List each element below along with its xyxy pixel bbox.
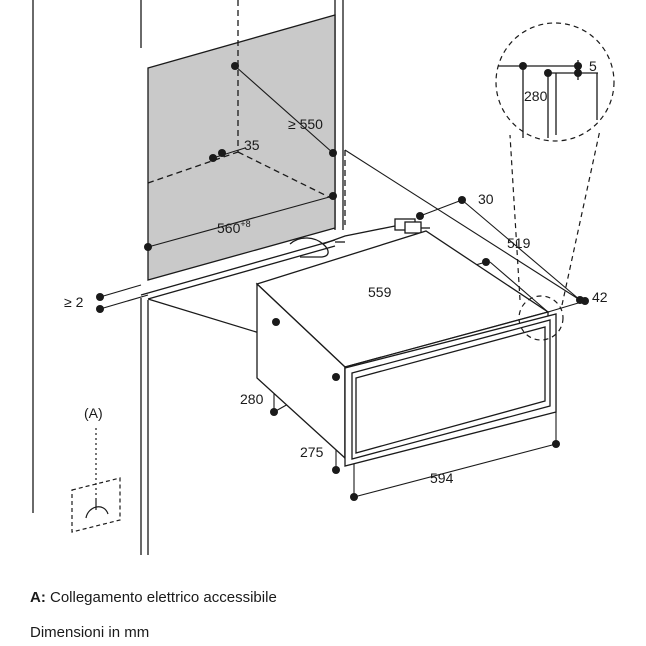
dim-detail-height: 280 — [524, 88, 548, 104]
dim-niche-width: 560+8 — [217, 219, 251, 236]
power-cable — [289, 218, 430, 258]
dim-niche-width-value: 560 — [217, 220, 241, 236]
dim-offset-top: 35 — [244, 137, 260, 153]
units-caption: Dimensioni in mm — [30, 624, 150, 641]
connection-marker-label: (A) — [84, 405, 103, 421]
legend-caption: A: Collegamento elettrico accessibile — [30, 589, 277, 606]
connection-symbol — [71, 428, 121, 533]
dim-gap-bottom: ≥ 2 — [64, 294, 84, 310]
hidden-lines — [147, 0, 346, 225]
dim-device-width: 559 — [368, 284, 392, 300]
detail-circles — [495, 22, 615, 341]
appliance-front — [344, 313, 557, 467]
dim-device-depth: 519 — [507, 235, 531, 251]
legend-text: Collegamento elettrico accessibile — [50, 589, 277, 606]
legend-key: A: — [30, 589, 46, 606]
dim-front-height: 275 — [300, 444, 324, 460]
dim-niche-depth: ≥ 550 — [288, 116, 323, 132]
dimension-dots — [96, 62, 589, 501]
niche-back-wall — [147, 14, 336, 281]
dim-niche-width-tolerance: +8 — [240, 219, 250, 229]
dim-detail-gap: 5 — [589, 58, 597, 74]
detail-interior — [498, 60, 598, 138]
dim-front-offset: 42 — [592, 289, 608, 305]
dim-cable-offset: 30 — [478, 191, 494, 207]
dim-front-width: 594 — [430, 470, 454, 486]
dim-device-height: 280 — [240, 391, 264, 407]
